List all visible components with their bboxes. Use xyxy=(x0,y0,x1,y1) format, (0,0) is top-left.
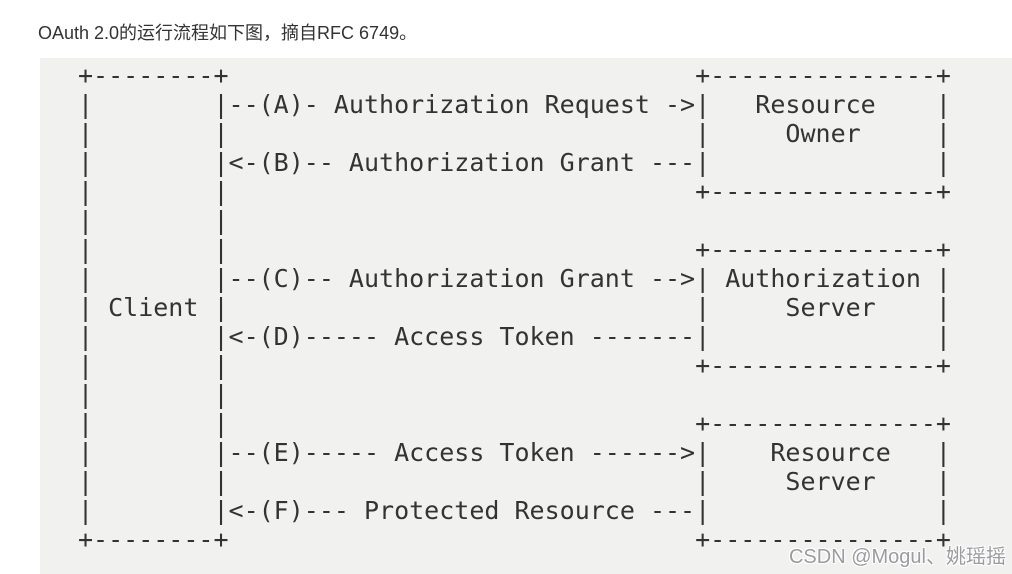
watermark: CSDN @Mogul、姚瑶摇 xyxy=(788,546,1006,568)
oauth-flow-ascii-diagram: +--------+ +---------------+ | |--(A)- A… xyxy=(78,61,951,554)
code-block: +--------+ +---------------+ | |--(A)- A… xyxy=(40,58,1012,574)
page-title: OAuth 2.0的运行流程如下图，摘自RFC 6749。 xyxy=(38,23,418,43)
